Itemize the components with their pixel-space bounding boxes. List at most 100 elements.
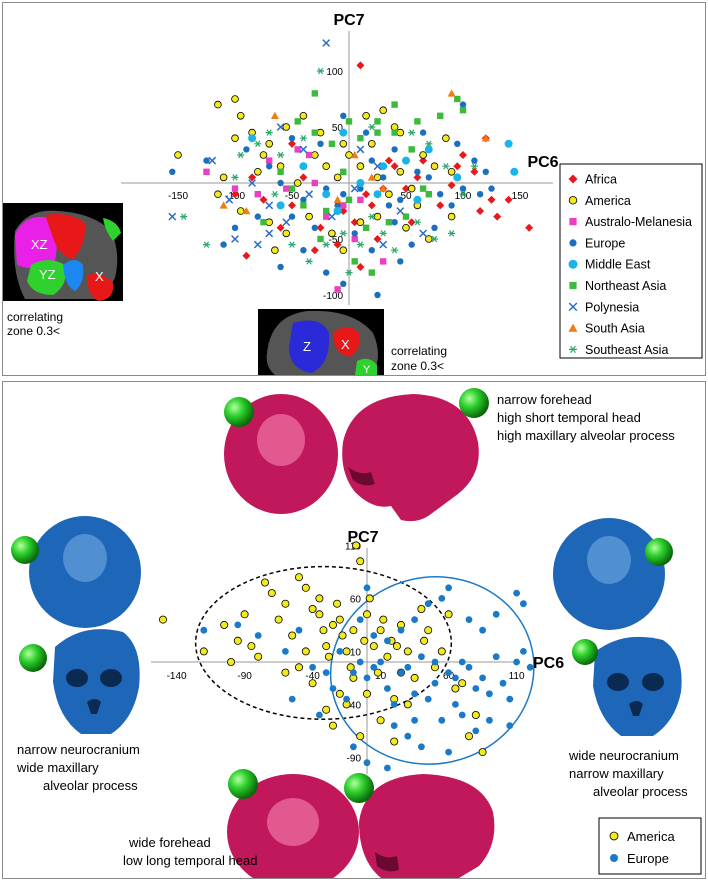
data-point-europe xyxy=(288,695,296,703)
data-point-southeast-asia xyxy=(265,129,273,136)
data-point-middle-east xyxy=(322,190,331,199)
data-point-europe xyxy=(351,230,358,237)
data-point-america xyxy=(430,162,439,171)
skull-right-zone-x: X xyxy=(341,337,350,352)
data-point-america xyxy=(301,583,310,592)
data-point-europe xyxy=(506,722,514,729)
data-point-europe xyxy=(282,648,289,655)
data-point-northeast-asia xyxy=(277,168,284,175)
data-point-america xyxy=(282,123,291,131)
data-point-northeast-asia xyxy=(374,129,381,136)
data-point-america xyxy=(410,673,419,682)
data-point-europe xyxy=(479,674,486,682)
data-point-america xyxy=(199,647,208,656)
data-point-america xyxy=(333,173,342,182)
legend-marker xyxy=(568,323,578,332)
data-point-europe xyxy=(411,690,418,698)
data-point-northeast-asia xyxy=(419,185,427,192)
data-point-middle-east xyxy=(453,173,462,182)
data-point-polynesia xyxy=(265,201,274,210)
data-point-southeast-asia xyxy=(425,140,433,148)
data-point-europe xyxy=(445,584,452,592)
data-point-america xyxy=(308,604,317,613)
data-point-south-asia xyxy=(333,195,342,203)
data-point-southeast-asia xyxy=(231,174,239,181)
data-point-middle-east xyxy=(373,190,382,199)
data-point-america xyxy=(335,615,344,624)
skull-inset-right: Z X Y xyxy=(258,309,384,376)
data-point-america xyxy=(349,626,358,635)
data-point-northeast-asia xyxy=(311,129,318,136)
data-point-europe xyxy=(266,163,273,170)
data-point-america xyxy=(369,642,378,651)
data-point-southeast-asia xyxy=(448,230,456,237)
data-point-america xyxy=(339,140,348,148)
data-point-australo-melanesia xyxy=(311,179,318,187)
data-point-europe xyxy=(203,157,210,164)
data-point-africa xyxy=(248,173,257,182)
data-point-europe xyxy=(465,616,473,623)
data-point-africa xyxy=(367,201,376,210)
data-point-europe xyxy=(424,695,432,703)
data-point-northeast-asia xyxy=(408,146,415,153)
data-point-america xyxy=(322,162,331,171)
data-point-america xyxy=(265,218,274,227)
data-point-america xyxy=(471,710,480,719)
data-point-america xyxy=(158,615,167,624)
top-data-marks xyxy=(168,39,534,299)
data-point-southeast-asia xyxy=(237,151,245,159)
data-point-africa xyxy=(476,207,485,215)
data-point-south-asia xyxy=(367,173,376,181)
data-point-northeast-asia xyxy=(414,118,421,125)
sphere-icon xyxy=(344,773,374,803)
data-point-america xyxy=(260,578,269,587)
data-point-northeast-asia xyxy=(294,118,301,125)
data-point-europe xyxy=(363,584,371,592)
data-point-polynesia xyxy=(168,212,177,221)
data-point-southeast-asia xyxy=(368,123,376,131)
caption-right-3: alveolar process xyxy=(593,784,688,799)
data-point-america xyxy=(267,589,276,598)
bottom-y-tick-label: 60 xyxy=(350,594,362,605)
data-point-europe xyxy=(277,179,284,187)
data-point-africa xyxy=(310,246,319,255)
data-point-america xyxy=(214,190,222,199)
data-point-europe xyxy=(169,168,176,175)
data-point-africa xyxy=(288,139,296,148)
data-point-europe xyxy=(452,701,459,708)
data-point-europe xyxy=(356,616,364,623)
data-point-america xyxy=(322,705,331,714)
skull-bottom-dorsal xyxy=(227,769,359,883)
data-point-america xyxy=(385,190,393,199)
data-point-europe xyxy=(520,648,527,655)
data-point-america xyxy=(319,626,328,635)
data-point-europe xyxy=(419,129,427,136)
data-point-europe xyxy=(390,701,398,708)
bottom-data-marks xyxy=(158,541,534,772)
bottom-x-tick-label: -140 xyxy=(167,671,187,682)
data-point-america xyxy=(451,684,460,693)
data-point-southeast-asia xyxy=(470,162,478,170)
data-point-america xyxy=(345,151,353,159)
data-point-southeast-asia xyxy=(271,190,279,198)
data-point-europe xyxy=(368,247,375,254)
data-point-northeast-asia xyxy=(300,202,307,209)
data-point-southeast-asia xyxy=(379,230,387,237)
bottom-y-tick-label: -40 xyxy=(347,700,362,711)
caption-right-1: wide neurocranium xyxy=(568,748,679,763)
data-point-middle-east xyxy=(402,156,410,165)
data-point-middle-east xyxy=(356,179,365,187)
data-point-europe xyxy=(390,722,398,729)
legend-label: Middle East xyxy=(585,258,651,272)
data-point-northeast-asia xyxy=(437,112,444,119)
skull-right-caption-1: correlating xyxy=(391,344,447,358)
data-point-america xyxy=(259,151,268,159)
bottom-x-tick-label: -90 xyxy=(237,671,252,682)
data-point-europe xyxy=(231,224,239,231)
data-point-africa xyxy=(453,162,462,171)
data-point-europe xyxy=(431,224,438,231)
sphere-icon xyxy=(228,769,258,799)
data-point-middle-east xyxy=(413,195,422,204)
data-point-northeast-asia xyxy=(311,90,318,97)
